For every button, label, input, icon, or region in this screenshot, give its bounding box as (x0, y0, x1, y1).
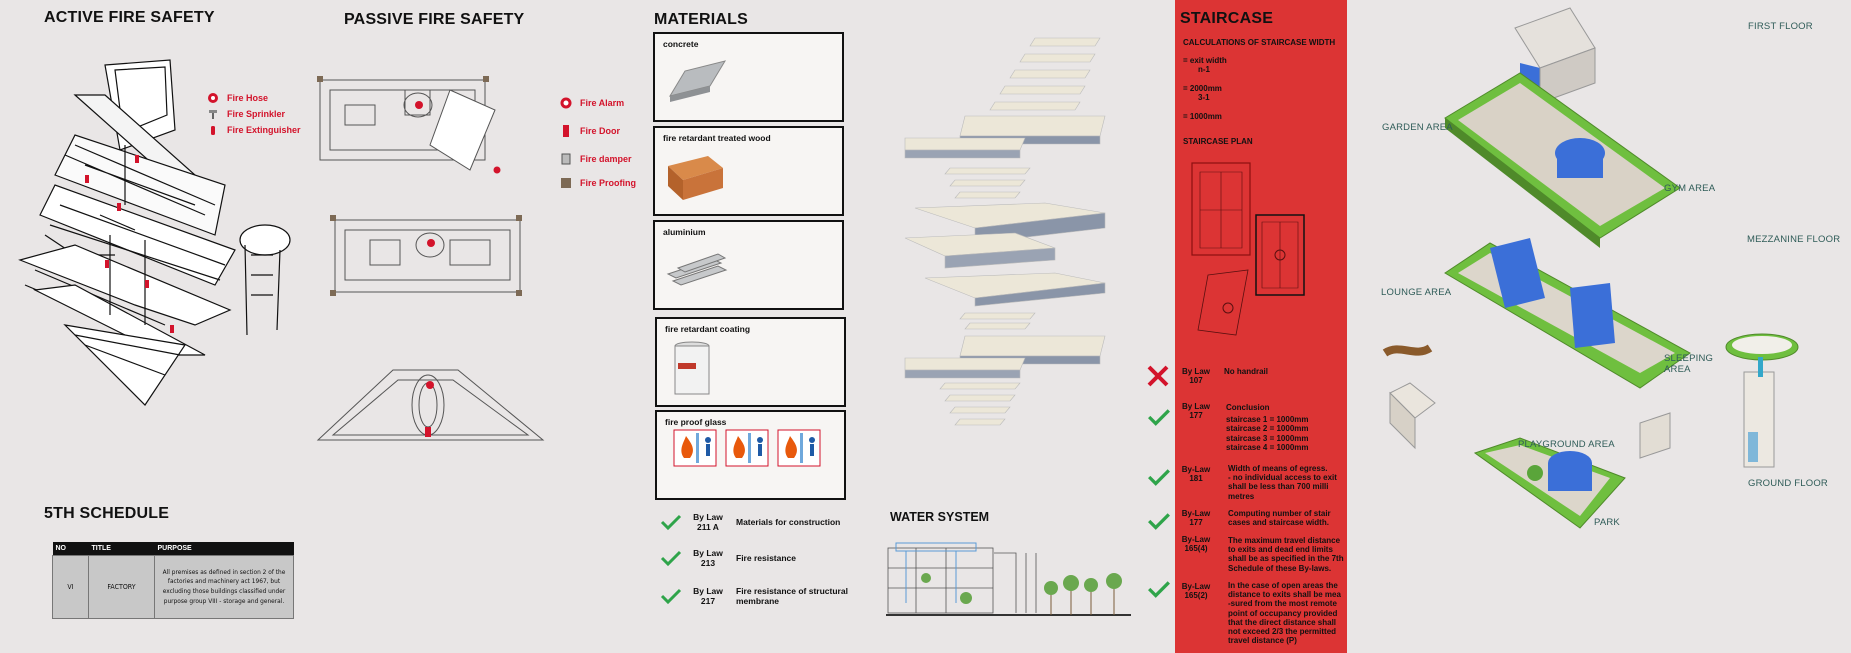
passive-plan-2 (330, 215, 522, 296)
staircase-calc-line-2b: 3-1 (1198, 93, 1210, 102)
staircase-bylaw-107-text: No handrail (1224, 367, 1269, 376)
schedule-header-title: TITLE (88, 542, 155, 556)
check-icon (1148, 469, 1170, 486)
staircase-calc-title: CALCULATIONS OF STAIRCASE WIDTH (1183, 38, 1336, 47)
passive-plan-1 (317, 76, 501, 174)
fifth-schedule-title: 5TH SCHEDULE (44, 505, 170, 522)
material-panel-wood: fire retardant treated wood (653, 126, 844, 216)
legend-fire-proofing: Fire Proofing (560, 170, 636, 196)
concrete-slab-icon (668, 60, 727, 102)
schedule-cell-purpose: All premises as defined in section 2 of … (154, 555, 294, 619)
check-icon (660, 514, 682, 531)
schedule-header-no: NO (52, 542, 89, 556)
legend-fire-alarm: Fire Alarm (560, 92, 636, 114)
treated-wood-icon (668, 156, 723, 200)
legend-fire-door: Fire Door (560, 114, 636, 148)
material-panel-aluminium: aluminium (653, 220, 844, 310)
material-panel-concrete: concrete (653, 32, 844, 122)
check-icon (1148, 409, 1170, 426)
label-first-floor: FIRST FLOOR (1748, 21, 1813, 32)
fire-proofing-icon (561, 178, 571, 188)
coating-bucket-icon (674, 341, 710, 395)
fire-sprinkler-icon (209, 110, 217, 119)
fire-extinguisher-icon (211, 126, 215, 135)
fire-alarm-icon (560, 97, 572, 109)
water-tower (1725, 333, 1799, 468)
legend-fire-extinguisher: Fire Extinguisher (207, 122, 301, 138)
passive-fire-safety-title: PASSIVE FIRE SAFETY (344, 11, 525, 28)
fire-proof-glass-icon (673, 429, 821, 467)
passive-plan-3 (316, 369, 545, 441)
material-panel-glass: fire proof glass (655, 410, 846, 500)
legend-fire-damper: Fire damper (560, 148, 636, 170)
staircase-calc-line-3: = 1000mm (1183, 112, 1222, 121)
label-lounge-area: LOUNGE AREA (1381, 287, 1452, 298)
materials-title: MATERIALS (654, 11, 748, 28)
check-icon (660, 550, 682, 567)
label-ground-floor: GROUND FLOOR (1748, 478, 1828, 489)
check-icon (1148, 513, 1170, 530)
aluminium-profiles-icon (666, 253, 728, 286)
staircase-bylaw-177b-text: Computing number of stair cases and stai… (1228, 509, 1331, 528)
staircase-bylaw-165-2-text: In the case of open areas the distance t… (1228, 581, 1341, 646)
water-system-section (886, 542, 1131, 616)
label-park: PARK (1594, 517, 1620, 528)
building-exploded-axonometric (1382, 7, 1691, 529)
staircase-calc-line-2: = 2000mm (1183, 84, 1222, 93)
staircase-exploded-view (904, 37, 1106, 426)
check-icon (1148, 581, 1170, 598)
staircase-plan-title: STAIRCASE PLAN (1183, 137, 1253, 146)
cross-icon (1147, 365, 1169, 387)
label-garden-area: GARDEN AREA (1382, 122, 1453, 133)
check-icon (660, 588, 682, 605)
legend-fire-sprinkler: Fire Sprinkler (207, 106, 301, 122)
label-gym-area: GYM AREA (1664, 183, 1716, 194)
label-playground-area: PLAYGROUND AREA (1518, 439, 1615, 450)
legend-fire-hose: Fire Hose (207, 90, 301, 106)
staircase-calc-line-1: = exit width (1183, 56, 1227, 65)
fire-damper-icon (561, 153, 571, 165)
schedule-table: NO TITLE PURPOSE VI FACTORY All premises… (52, 542, 294, 619)
fire-door-icon (563, 125, 569, 137)
staircase-bylaw-165-4-text: The maximum travel distance to exits and… (1228, 536, 1344, 573)
schedule-cell-title: FACTORY (88, 555, 155, 619)
staircase-plan-drawings (1191, 162, 1305, 336)
active-legend: Fire Hose Fire Sprinkler Fire Extinguish… (207, 90, 301, 138)
schedule-header-purpose: PURPOSE (154, 542, 294, 556)
table-row: VI FACTORY All premises as defined in se… (52, 555, 294, 619)
staircase-bylaw-181-text: Width of means of egress. - no individua… (1228, 464, 1337, 501)
active-fire-safety-title: ACTIVE FIRE SAFETY (44, 9, 215, 26)
staircase-panel (1175, 0, 1347, 653)
schedule-cell-no: VI (52, 555, 89, 619)
active-fire-axonometric (18, 59, 291, 406)
staircase-title: STAIRCASE (1180, 10, 1274, 27)
label-mezzanine-floor: MEZZANINE FLOOR (1747, 234, 1841, 245)
staircase-bylaw-177a-text: Conclusion staircase 1 = 1000mm staircas… (1226, 403, 1309, 452)
staircase-calc-line-1b: n-1 (1198, 65, 1210, 74)
passive-legend: Fire Alarm Fire Door Fire damper Fire Pr… (560, 92, 636, 196)
material-panel-coating: fire retardant coating (655, 317, 846, 407)
fire-hose-icon (208, 93, 218, 103)
water-system-title: WATER SYSTEM (890, 510, 990, 524)
